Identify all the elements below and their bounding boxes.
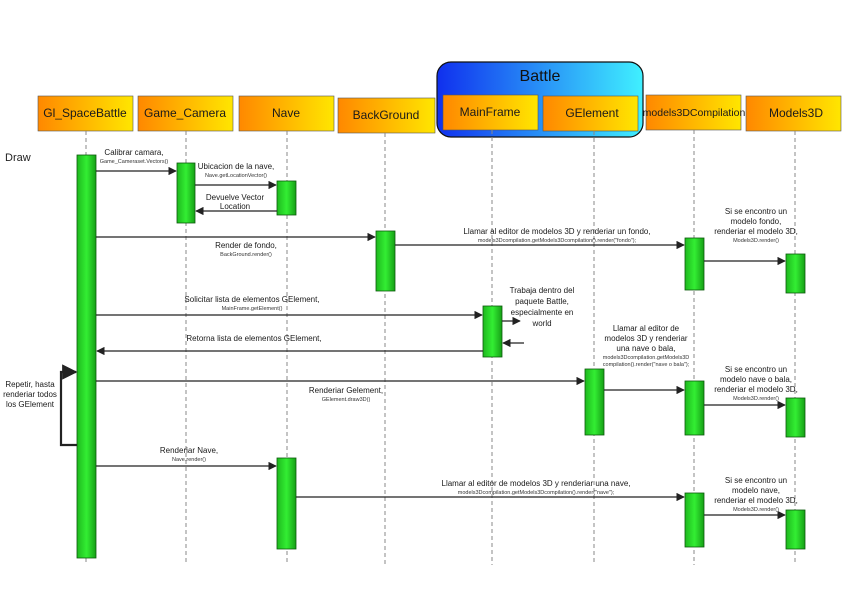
msg-render-fondo-sub: BackGround.render() [220, 252, 272, 258]
lifeline-m3d-label: Models3D [769, 106, 823, 120]
msg-llamar-nave-sub: models3Dcompilation.getModels3Dcompilati… [458, 490, 615, 496]
message-arrows [59, 166, 786, 520]
lifeline-m3d: Models3D [745, 95, 842, 132]
note-bala-line-2: modelo nave o bala, [720, 375, 792, 384]
msg-render-fondo-label: Render de fondo, [215, 241, 277, 250]
msg-solicitar-sub: MainFrame.getElement() [222, 306, 283, 312]
msg-renderiar-gelement-sub: GElement.draw3D() [322, 397, 371, 403]
lifeline-gl: Gl_SpaceBattle [37, 95, 134, 132]
note-repetir-line-1: Repetir, hasta [5, 380, 55, 389]
activation-gl [76, 154, 97, 559]
note-fondo-line-2: modelo fondo, [731, 217, 782, 226]
activation-m3c-2 [684, 380, 705, 436]
note-llamar-bala-line-1: Llamar al editor de [613, 324, 680, 333]
note-repetir-line-3: los GElement [6, 400, 55, 409]
loop-bracket [59, 364, 78, 447]
activation-cam [176, 162, 196, 224]
activations [76, 154, 806, 559]
note-repetir-line-2: renderiar todos [3, 390, 57, 399]
lifeline-m3d-box [745, 95, 842, 132]
notes: Si se encontro un modelo fondo, renderia… [3, 207, 798, 513]
lifeline-cam-label: Game_Camera [144, 106, 226, 120]
note-repetir: Repetir, hasta renderiar todos los GElem… [3, 380, 57, 409]
msg-calibrar-sub: Game_Cameraset.Vectors() [100, 159, 169, 165]
note-fondo: Si se encontro un modelo fondo, renderia… [714, 207, 798, 244]
battle-package-title: Battle [520, 68, 561, 85]
lifeline-bg: BackGround [337, 97, 436, 134]
lifeline-gl-box [37, 95, 134, 132]
activation-m3c-1 [684, 237, 705, 291]
lifeline-mf-box [442, 94, 539, 131]
lifeline-nave: Nave [238, 95, 335, 132]
lifeline-bg-box [337, 97, 436, 134]
lifeline-m3c-label: models3DCompilation [643, 107, 746, 119]
lifeline-mf: MainFrame [442, 94, 539, 131]
lifeline-bg-label: BackGround [353, 108, 420, 122]
note-bala-sub: Models3D.render() [733, 396, 779, 402]
activation-m3c-3 [684, 492, 705, 548]
draw-label: Draw [5, 152, 31, 164]
note-fondo-line-3: renderiar el modelo 3D, [714, 227, 798, 236]
msg-renderiar-nave-sub: Nave.render() [172, 457, 206, 463]
lifeline-ge-label: GElement [565, 106, 619, 120]
activation-mf [482, 305, 503, 358]
activation-nave-1 [276, 180, 297, 216]
activation-nave-2 [276, 457, 297, 550]
activation-ge [584, 368, 605, 436]
note-bala-line-1: Si se encontro un [725, 365, 787, 374]
note-trabaja-line-3: especialmente en [511, 308, 574, 317]
note-nave-line-3: renderiar el modelo 3D, [714, 496, 798, 505]
msg-llamar-fondo-label: Llamar al editor de modelos 3D y renderi… [463, 227, 650, 236]
msg-devuelve-label-2: Location [220, 202, 250, 211]
note-trabaja-line-1: Trabaja dentro del [510, 286, 575, 295]
msg-renderiar-gelement-label: Renderiar Gelement, [309, 386, 383, 395]
note-bala: Si se encontro un modelo nave o bala, re… [714, 365, 798, 402]
note-trabaja-line-4: world [531, 319, 551, 328]
activation-m3d-3 [785, 509, 806, 550]
note-llamar-bala-sub-1: models3Dcompilation.getModels3D [603, 355, 690, 361]
note-nave-sub: Models3D.render() [733, 507, 779, 513]
lifeline-cam-box [137, 95, 234, 132]
note-trabaja: Trabaja dentro del paquete Battle, espec… [510, 286, 575, 328]
note-fondo-line-1: Si se encontro un [725, 207, 787, 216]
msg-renderiar-nave-label: Renderiar Nave, [160, 446, 218, 455]
note-nave: Si se encontro un modelo nave, renderiar… [714, 476, 798, 513]
msg-ubicacion-sub: Nave.getLocationVector() [205, 173, 267, 179]
msg-solicitar-label: Solicitar lista de elementos GElement, [184, 295, 319, 304]
note-fondo-sub: Models3D.render() [733, 238, 779, 244]
lifeline-ge: GElement [542, 95, 639, 132]
msg-retorna-label: Retorna lista de elementos GElement, [186, 334, 321, 343]
lifeline-nave-label: Nave [272, 106, 300, 120]
note-bala-line-3: renderiar el modelo 3D, [714, 385, 798, 394]
note-nave-line-2: modelo nave, [732, 486, 780, 495]
lifeline-headers: Gl_SpaceBattle Game_Camera Nave BackGrou… [37, 94, 842, 134]
note-trabaja-line-2: paquete Battle, [515, 297, 569, 306]
message-labels: Calibrar camara, Game_Cameraset.Vectors(… [100, 148, 651, 496]
lifeline-gl-label: Gl_SpaceBattle [43, 106, 127, 120]
msg-llamar-fondo-sub: models3Dcompilation.getModels3Dcompilati… [478, 238, 637, 244]
activation-m3d-1 [785, 253, 806, 294]
note-llamar-bala-sub-2: compilation().render("nave o bala"); [603, 362, 690, 368]
lifeline-m3c: models3DCompilation [643, 94, 746, 131]
lifeline-ge-box [542, 95, 639, 132]
msg-ubicacion-label: Ubicacion de la nave, [198, 162, 275, 171]
note-llamar-bala-line-2: modelos 3D y renderiar [604, 334, 687, 343]
note-nave-line-1: Si se encontro un [725, 476, 787, 485]
note-llamar-bala-line-3: una nave o bala, [616, 344, 675, 353]
activation-m3d-2 [785, 397, 806, 438]
msg-llamar-nave-label: Llamar al editor de modelos 3D y renderi… [442, 479, 631, 488]
note-llamar-bala: Llamar al editor de modelos 3D y renderi… [603, 324, 690, 368]
lifeline-nave-box [238, 95, 335, 132]
msg-devuelve-label-1: Devuelve Vector [206, 193, 265, 202]
activation-bg [375, 230, 396, 292]
msg-calibrar-label: Calibrar camara, [104, 148, 163, 157]
lifeline-mf-label: MainFrame [460, 105, 521, 119]
lifeline-cam: Game_Camera [137, 95, 234, 132]
